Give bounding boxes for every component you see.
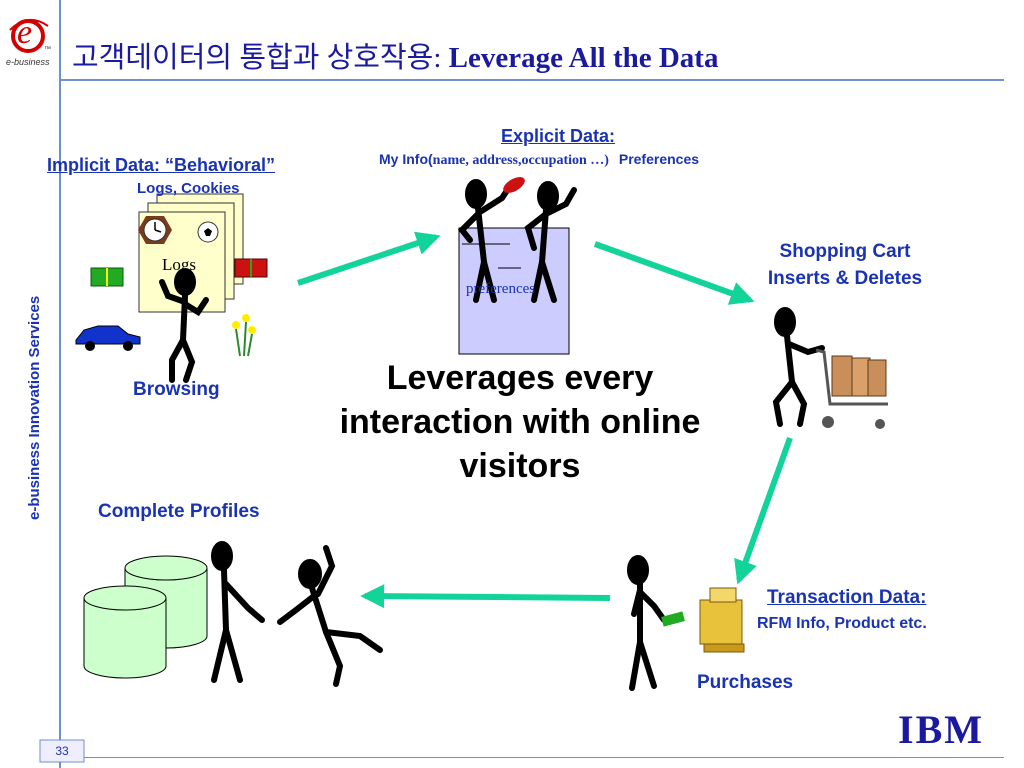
ibm-logo-icon: [893, 712, 989, 748]
arrow-cart-to-purchase: [734, 436, 793, 585]
preferences-document-label: preferences: [466, 281, 536, 297]
arrow-browsing-to-explicit: [297, 231, 441, 286]
logo-letter: e: [17, 14, 33, 51]
buyer-person-icon: [627, 555, 667, 691]
explicit-data-title: Explicit Data:: [501, 126, 616, 146]
page-number-box: [39, 739, 85, 763]
clock-icon: [138, 216, 172, 244]
shopping-cart-icon: [815, 348, 888, 429]
browsing-caption: Browsing: [133, 379, 220, 400]
gift-box-red-icon: [234, 258, 268, 278]
explicit-subtitle-details: name, address,occupation …): [432, 153, 609, 168]
car-icon: [75, 325, 141, 351]
transaction-data-subtitle: RFM Info, Product etc.: [757, 615, 927, 632]
complete-profiles-caption: Complete Profiles: [98, 501, 260, 522]
logs-document-label: Logs: [162, 255, 196, 274]
soccer-ball-icon: [197, 221, 219, 243]
page-number: 33: [55, 744, 69, 758]
center-message: Leverages every interaction with online …: [300, 356, 740, 488]
browsing-person-icon: [159, 268, 209, 383]
explicit-subtitle-suffix: Preferences: [618, 151, 700, 167]
cash-register-icon: [661, 587, 745, 653]
explicit-people-icon: [457, 179, 577, 303]
center-message-line1: Leverages every: [386, 359, 654, 397]
center-message-line3: visitors: [459, 447, 581, 485]
flowers-icon: [232, 314, 256, 357]
profile-people-icon: [211, 541, 383, 687]
implicit-data-subtitle: Logs, Cookies: [137, 180, 240, 197]
e-logo-icon: [9, 19, 49, 53]
header-rule: [59, 79, 1004, 81]
left-rule: [59, 0, 61, 768]
gift-box-green-icon: [90, 267, 124, 287]
e-business-logo: e ™ e-business: [4, 10, 54, 80]
title-korean: 고객데이터의 통합과 상호작용:: [72, 42, 442, 74]
explicit-subtitle-prefix: My Info(: [379, 151, 433, 167]
page-title: 고객데이터의 통합과 상호작용: Leverage All the Data: [72, 34, 718, 76]
transaction-data-title: Transaction Data:: [767, 587, 927, 608]
shopper-person-icon: [772, 307, 825, 427]
arrow-explicit-to-cart: [593, 241, 755, 305]
arrow-purchase-to-profiles: [360, 584, 611, 609]
red-shoe-icon: [503, 177, 525, 193]
shopping-cart-label: Shopping Cart Inserts & Deletes: [750, 238, 940, 292]
shopping-cart-line2: Inserts & Deletes: [767, 268, 923, 289]
logo-tm: ™: [44, 46, 51, 53]
logs-documents: [138, 193, 244, 313]
database-cylinder-front: [83, 585, 167, 679]
explicit-data-subtitle: My Info(name, address,occupation …) Pref…: [379, 151, 699, 169]
logo-caption: e-business: [6, 57, 50, 67]
shopping-cart-line1: Shopping Cart: [779, 241, 911, 262]
implicit-data-title: Implicit Data: “Behavioral”: [47, 155, 276, 175]
title-english: Leverage All the Data: [448, 42, 719, 74]
ibm-brand: IBM: [898, 707, 984, 752]
purchases-caption: Purchases: [697, 672, 794, 693]
footer-rule: [59, 757, 1004, 758]
center-message-line2: interaction with online: [339, 403, 701, 441]
